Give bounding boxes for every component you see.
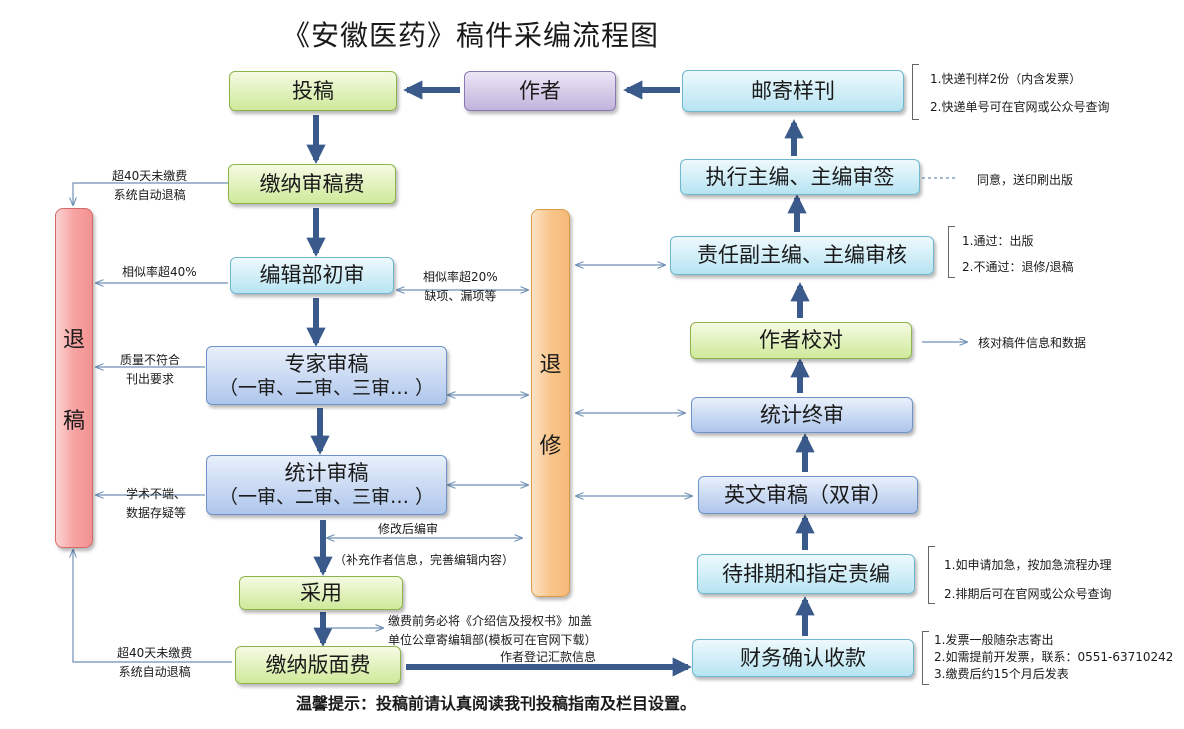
note-dengji: 作者登记汇款信息 bbox=[500, 650, 597, 664]
note-timeout-top-line2: 系统自动退稿 bbox=[113, 187, 186, 202]
note-youji-line2: 2.快递单号可在官网或公众号查询 bbox=[930, 99, 1110, 114]
note-quality-line2: 刊出要求 bbox=[126, 371, 175, 386]
line-timeout-top bbox=[73, 182, 228, 205]
brace-daipaiqi bbox=[928, 546, 935, 604]
note-misconduct: 学术不端、 数据存疑等 bbox=[126, 485, 186, 522]
note-similarity-40: 相似率超40% bbox=[122, 265, 197, 279]
note-quality: 质量不符合 刊出要求 bbox=[120, 351, 180, 388]
node-daipaiqi: 待排期和指定责编 bbox=[697, 554, 915, 594]
node-youji: 邮寄样刊 bbox=[682, 70, 904, 112]
brace-zeren bbox=[948, 226, 955, 278]
note-tongguo-line1: 1.通过：出版 bbox=[962, 234, 1034, 248]
brace-youji bbox=[912, 64, 919, 120]
node-jiaona-shengao: 缴纳审稿费 bbox=[228, 164, 396, 204]
note-heduai: 核对稿件信息和数据 bbox=[978, 336, 1087, 350]
node-zhuanjia-line1: 专家审稿 bbox=[284, 351, 369, 376]
node-tuigao-char1: 退 bbox=[62, 327, 85, 353]
note-youji-line1: 1.快递刊样2份（内含发票） bbox=[930, 72, 1082, 86]
note-tongguo: 1.通过：出版 2.不通过：退修/退稿 bbox=[962, 228, 1074, 281]
line-timeout-bottom bbox=[73, 550, 232, 663]
node-caiyong: 采用 bbox=[239, 576, 403, 610]
note-similarity-20-line2: 缺项、漏项等 bbox=[424, 288, 497, 303]
node-tongji-zhongshen: 统计终审 bbox=[691, 397, 913, 433]
node-tuixiu-char1: 退 bbox=[539, 352, 562, 378]
note-tongguo-line2: 2.不通过：退修/退稿 bbox=[962, 260, 1074, 275]
note-timeout-bottom: 超40天未缴费 系统自动退稿 bbox=[117, 644, 192, 681]
node-zhuanjia: 专家审稿 （一审、二审、三审… ） bbox=[206, 346, 447, 405]
warning-tip: 温馨提示：投稿前请认真阅读我刊投稿指南及栏目设置。 bbox=[296, 694, 697, 713]
node-jiaodui: 作者校对 bbox=[690, 322, 912, 359]
node-zeren: 责任副主编、主编审核 bbox=[670, 236, 934, 275]
page-title: 《安徽医药》稿件采编流程图 bbox=[282, 19, 660, 52]
note-similarity-20: 相似率超20% 缺项、漏项等 bbox=[423, 268, 498, 305]
note-jiaofei-line2: 单位公章寄编辑部(模板可在官网下载） bbox=[388, 632, 597, 647]
note-youji: 1.快递刊样2份（内含发票） 2.快递单号可在官网或公众号查询 bbox=[930, 66, 1109, 121]
note-tongyi: 同意，送印刷出版 bbox=[977, 173, 1074, 187]
note-similarity-20-line1: 相似率超20% bbox=[423, 270, 498, 284]
node-tongji-shengao: 统计审稿 （一审、二审、三审… ） bbox=[206, 455, 447, 515]
node-zuozhe: 作者 bbox=[464, 71, 616, 111]
node-tuigao: 退 稿 bbox=[55, 208, 93, 548]
node-zhixing: 执行主编、主编审签 bbox=[680, 159, 920, 195]
note-xiugai: 修改后编审 bbox=[378, 522, 439, 536]
note-fapiao-line1: 1.发票一般随杂志寄出 bbox=[934, 633, 1054, 647]
brace-caiwu bbox=[922, 631, 929, 685]
note-timeout-top-line1: 超40天未缴费 bbox=[112, 169, 188, 183]
note-jiaji-line2: 2.排期后可在官网或公众号查询 bbox=[944, 586, 1112, 601]
note-misconduct-line1: 学术不端、 bbox=[126, 487, 187, 501]
note-misconduct-line2: 数据存疑等 bbox=[126, 505, 187, 520]
note-timeout-top: 超40天未缴费 系统自动退稿 bbox=[112, 167, 187, 204]
node-tongji-line1: 统计审稿 bbox=[284, 461, 369, 485]
note-fapiao-line2: 2.如需提前开发票，联系：0551-63710242 bbox=[934, 649, 1174, 664]
node-bianji-chushen: 编辑部初审 bbox=[230, 257, 394, 294]
note-jiaofei: 缴费前务必将《介绍信及授权书》加盖 单位公章寄编辑部(模板可在官网下载） bbox=[388, 612, 597, 649]
note-fapiao-line3: 3.缴费后约15个月后发表 bbox=[934, 666, 1069, 681]
note-quality-line1: 质量不符合 bbox=[120, 353, 181, 367]
note-timeout-bottom-line1: 超40天未缴费 bbox=[117, 646, 193, 660]
node-tuigao-char2: 稿 bbox=[62, 408, 85, 434]
node-tongji-line2: （一审、二审、三审… ） bbox=[218, 486, 435, 509]
note-jiaji-line1: 1.如申请加急，按加急流程办理 bbox=[944, 558, 1112, 572]
node-tougao: 投稿 bbox=[229, 71, 397, 111]
node-jiaona-banmian: 缴纳版面费 bbox=[235, 646, 401, 684]
note-buchong: （补充作者信息，完善编辑内容） bbox=[334, 553, 515, 567]
note-fapiao: 1.发票一般随杂志寄出 2.如需提前开发票，联系：0551-63710242 3… bbox=[934, 632, 1173, 682]
note-jiaofei-line1: 缴费前务必将《介绍信及授权书》加盖 bbox=[388, 614, 593, 628]
node-zhuanjia-line2: （一审、二审、三审… ） bbox=[218, 376, 435, 399]
node-tuixiu: 退 修 bbox=[531, 209, 570, 597]
node-yingwen: 英文审稿（双审） bbox=[698, 476, 918, 514]
note-jiaji: 1.如申请加急，按加急流程办理 2.排期后可在官网或公众号查询 bbox=[944, 551, 1111, 609]
node-caiwu: 财务确认收款 bbox=[692, 639, 914, 677]
node-tuixiu-char2: 修 bbox=[539, 433, 562, 459]
note-timeout-bottom-line2: 系统自动退稿 bbox=[118, 664, 191, 679]
